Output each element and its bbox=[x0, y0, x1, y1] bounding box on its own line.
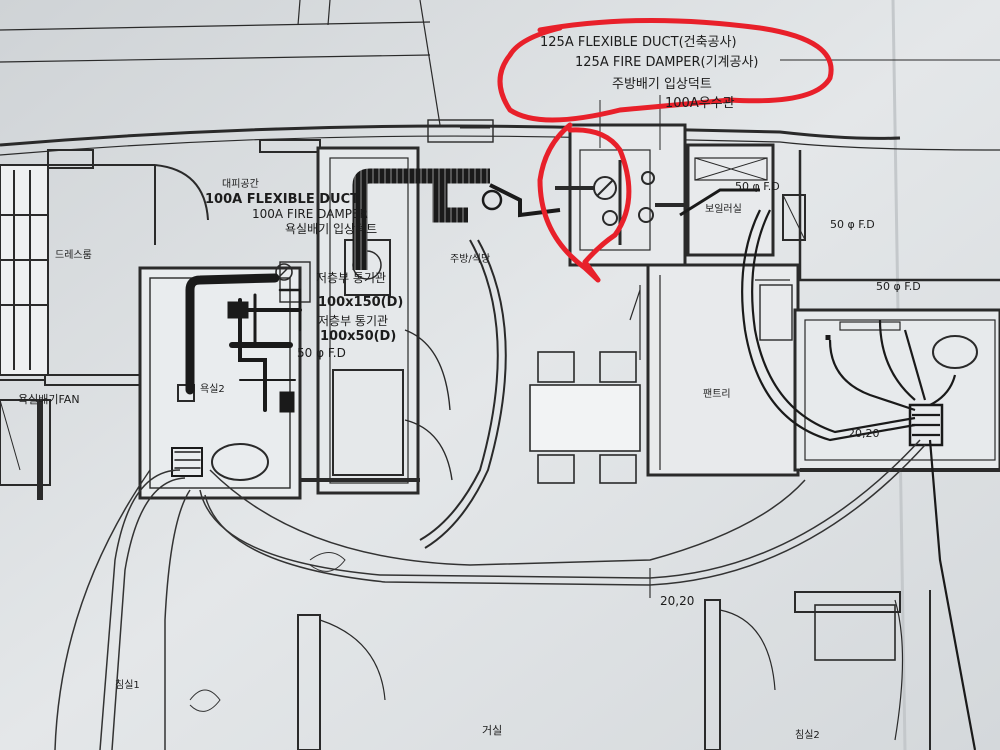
dress-room-walls bbox=[0, 139, 321, 500]
room-bedroom2: 침실2 bbox=[795, 729, 820, 741]
hand-drawn-pipes bbox=[54, 439, 926, 750]
bath2-walls bbox=[138, 261, 311, 500]
pantry-walls bbox=[629, 263, 800, 477]
label-50-fd-left: 50 φ F.D bbox=[297, 346, 346, 360]
room-boiler: 보일러실 bbox=[705, 203, 742, 215]
outer-walls bbox=[0, 0, 1000, 156]
bath-duct-run bbox=[171, 273, 302, 477]
label-bath-exhaust-fan: 욕실배기FAN bbox=[18, 393, 80, 406]
bottom-room-walls bbox=[297, 590, 931, 750]
label-125a-fire-damper: 125A FIRE DAMPER(기계공사) bbox=[575, 55, 759, 70]
label-100a-drain-pipe: 100A우수관 bbox=[665, 96, 735, 111]
room-pantry: 팬트리 bbox=[703, 388, 731, 400]
label-100a-flexible-duct: 100A FLEXIBLE DUCT bbox=[205, 192, 359, 207]
label-100x150-duct: 100x150(D) bbox=[318, 295, 403, 310]
label-100a-fire-damper: 100A FIRE DAMPER bbox=[252, 207, 368, 221]
label-size-bottom: 20,20 bbox=[660, 594, 694, 608]
label-50-fd-boiler: 50 φ F.D bbox=[735, 180, 780, 193]
label-50-fd-bath: 50 φ F.D bbox=[876, 280, 921, 293]
label-125a-flexible-duct: 125A FLEXIBLE DUCT(건축공사) bbox=[540, 35, 737, 50]
label-100x50-duct: 100x50(D) bbox=[320, 329, 396, 344]
room-bedroom1: 침실1 bbox=[115, 679, 140, 691]
dining-table bbox=[529, 351, 641, 484]
room-evacuation-space: 대피공간 bbox=[222, 178, 259, 190]
room-bath2: 욕실2 bbox=[200, 383, 225, 395]
room-dress-room: 드레스룸 bbox=[55, 249, 92, 261]
label-kitchen-exhaust-riser: 주방배기 입상덕트 bbox=[612, 77, 712, 92]
label-50-fd-shaft: 50 φ F.D bbox=[830, 218, 875, 231]
red-markup bbox=[497, 17, 834, 283]
label-size-right: 20,20 bbox=[848, 427, 880, 440]
kitchen-flexible-duct bbox=[352, 168, 561, 270]
left-hall bbox=[0, 399, 51, 486]
right-bath-pipes bbox=[741, 209, 977, 750]
label-lower-vent-pipe: 저층부 통기관 bbox=[316, 271, 386, 285]
label-bath-exhaust-riser: 욕실배기 입상덕트 bbox=[285, 222, 377, 236]
room-kitchen-dining: 주방/식당 bbox=[450, 253, 490, 265]
room-living: 거실 bbox=[482, 724, 502, 737]
label-shaft-vent: 저층부 통기관 bbox=[318, 314, 388, 328]
